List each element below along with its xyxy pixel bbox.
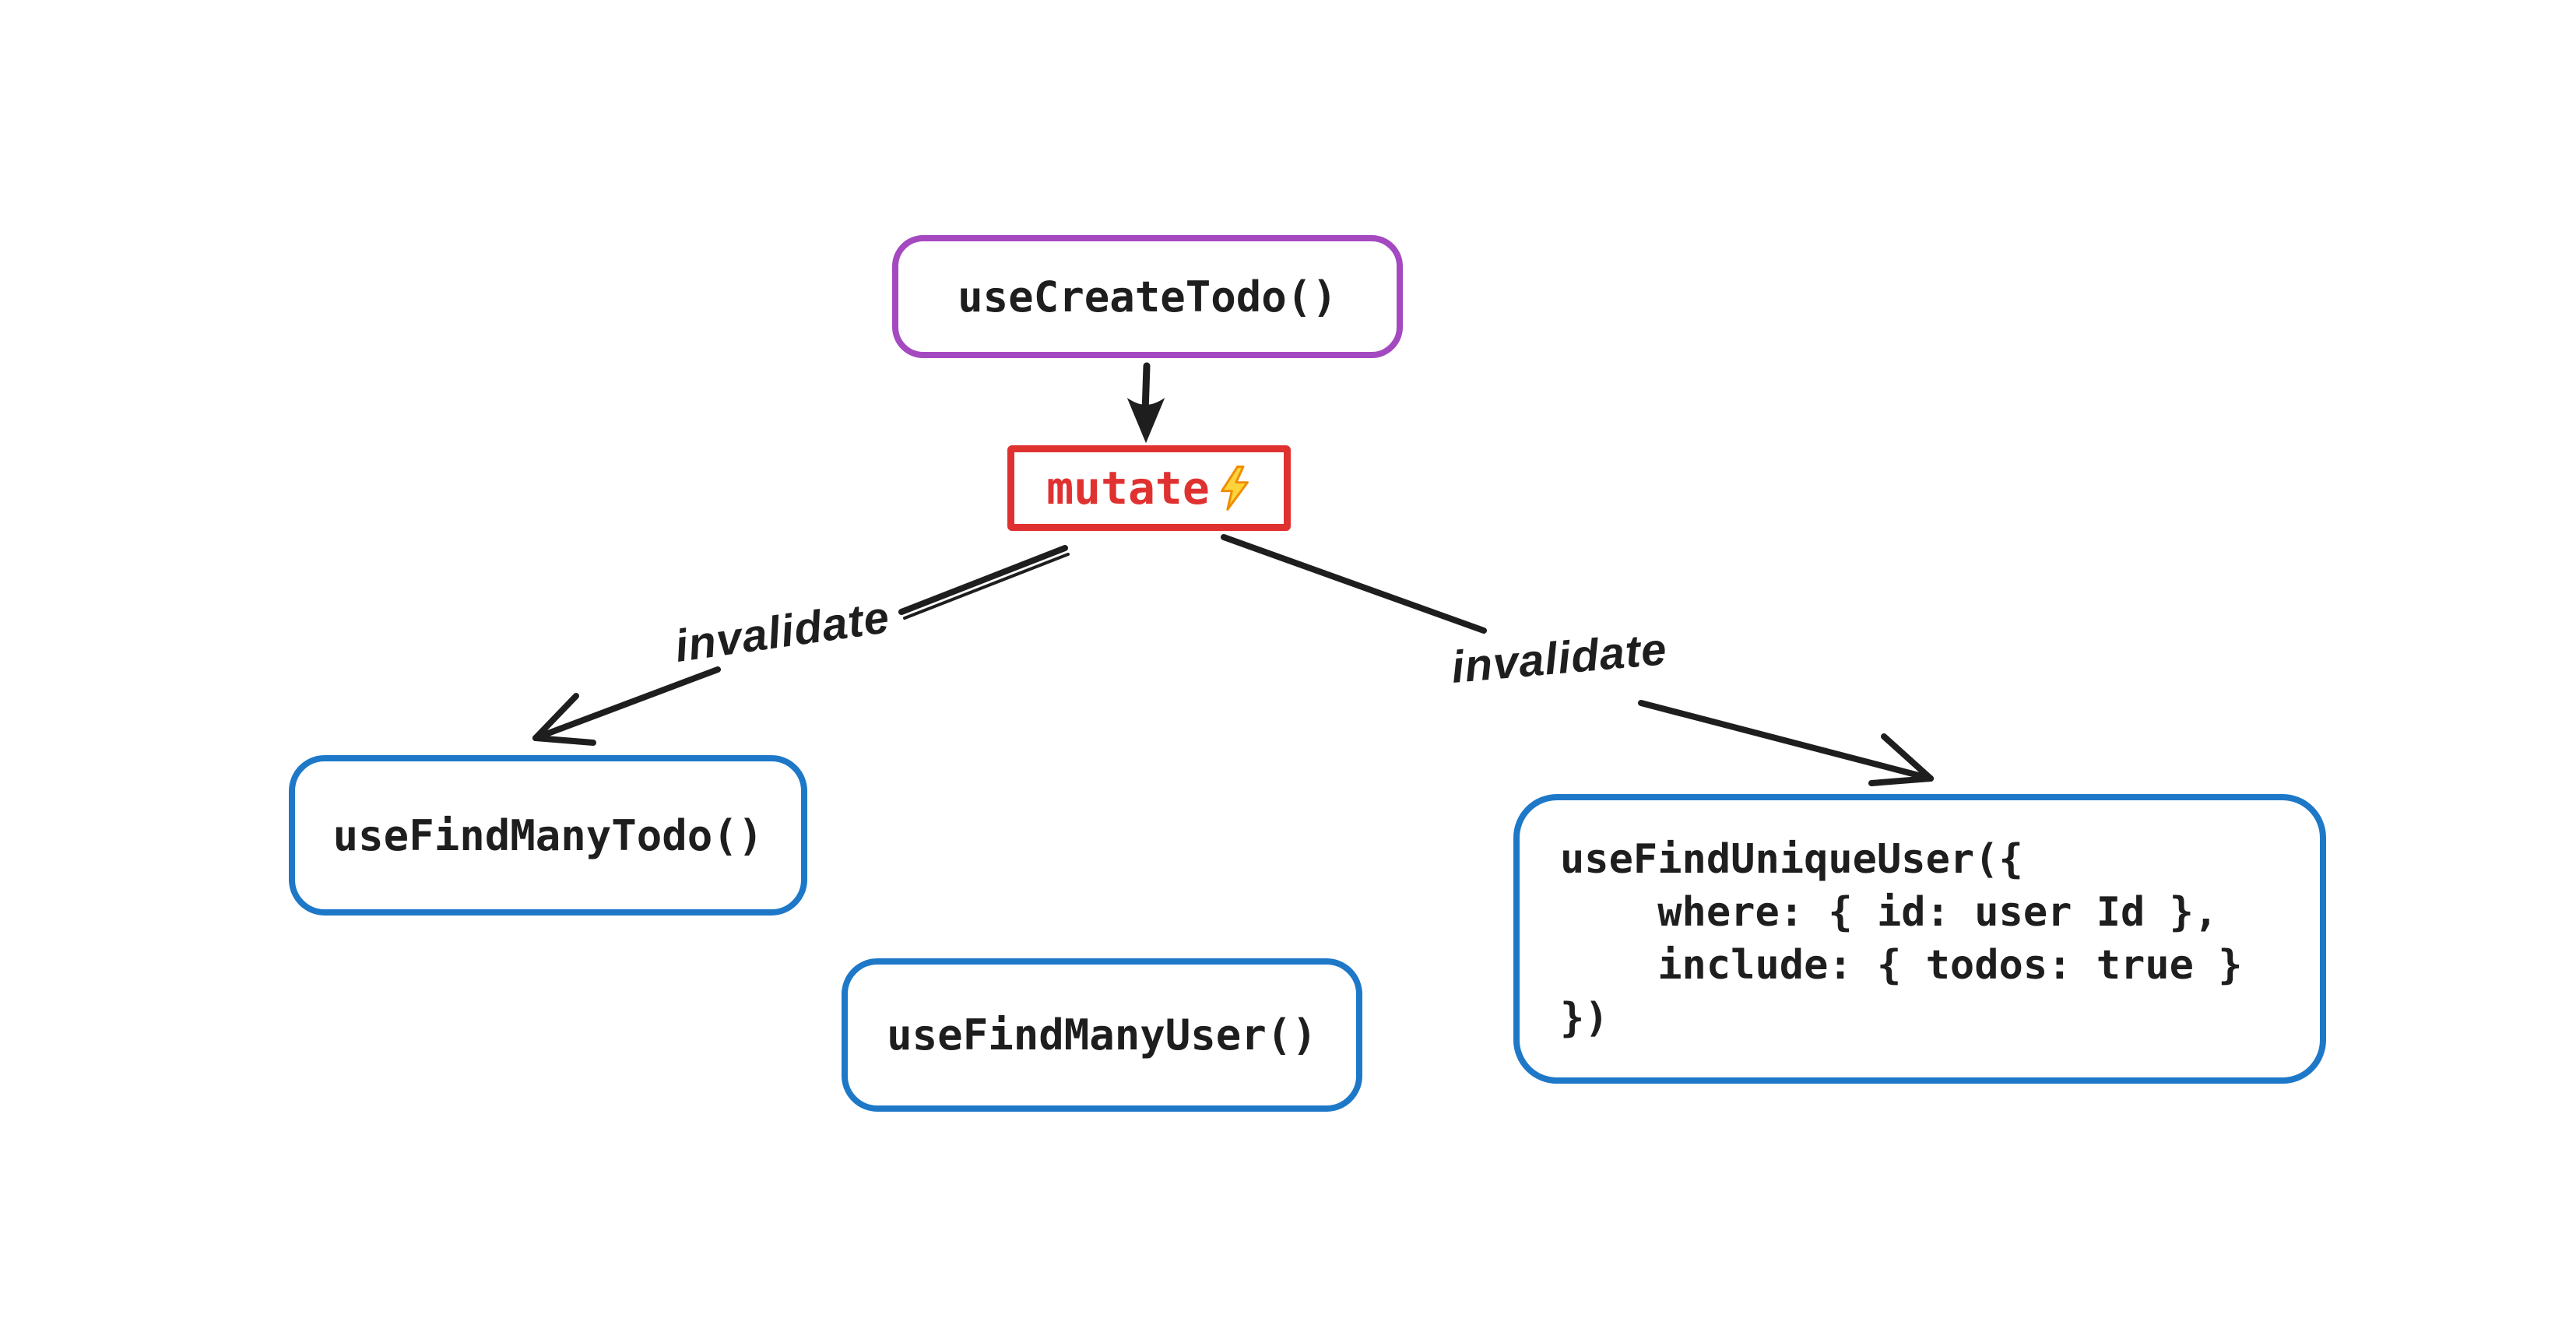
code-line-4: }) <box>1560 995 1609 1042</box>
node-mutate: mutate <box>1007 445 1291 531</box>
node-use-create-todo-label: useCreateTodo() <box>958 272 1337 322</box>
code-line-2: where: { id: user Id }, <box>1560 889 2219 936</box>
arrow-mutate-to-find-many-todo <box>532 545 1070 746</box>
node-use-find-many-todo: useFindManyTodo() <box>289 755 807 916</box>
arrow-create-to-mutate <box>1126 362 1165 444</box>
node-use-find-many-todo-label: useFindManyTodo() <box>332 810 764 860</box>
code-line-3: include: { todos: true } <box>1560 942 2243 989</box>
code-block: useFindUniqueUser({ where: { id: user Id… <box>1560 833 2243 1045</box>
node-use-find-unique-user: useFindUniqueUser({ where: { id: user Id… <box>1513 794 2326 1084</box>
node-use-find-many-user: useFindManyUser() <box>842 958 1362 1112</box>
node-use-create-todo: useCreateTodo() <box>892 235 1403 358</box>
arrow-mutate-to-find-unique-user <box>1221 534 1934 786</box>
node-mutate-label: mutate <box>1046 462 1210 515</box>
node-use-find-many-user-label: useFindManyUser() <box>887 1010 1317 1060</box>
code-line-1: useFindUniqueUser({ <box>1560 836 2023 883</box>
lightning-bolt-icon <box>1220 466 1249 511</box>
edge-label-invalidate-left: invalidate <box>671 592 893 672</box>
edge-label-invalidate-right: invalidate <box>1449 624 1669 693</box>
